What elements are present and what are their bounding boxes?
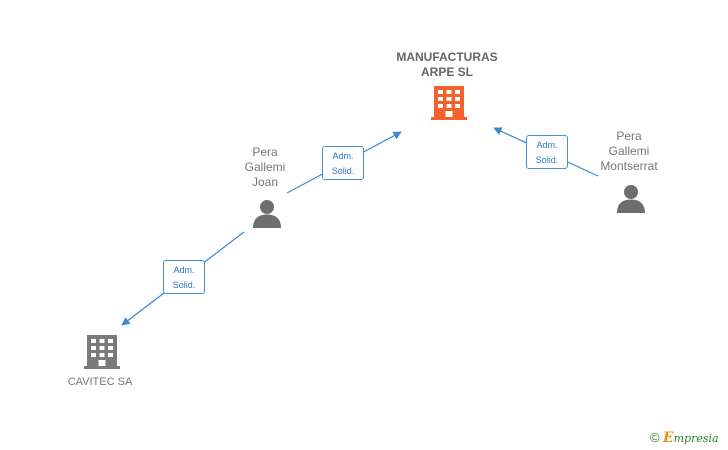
person-name-line3: Joan	[251, 175, 279, 189]
relation-badge[interactable]: Adm. Solid.	[322, 146, 364, 180]
brand-initial: E	[662, 430, 674, 446]
relation-line2: Solid.	[331, 166, 355, 176]
company-name-line2: ARPE SL	[420, 65, 473, 79]
company-name-line1: MANUFACTURAS	[396, 50, 498, 64]
person-name-line3: Montserrat	[600, 159, 658, 173]
company-name: CAVITEC SA	[67, 376, 133, 388]
person-name-line2: Gallemi	[244, 160, 286, 174]
relation-line1: Adm.	[332, 151, 354, 161]
building-icon[interactable]	[84, 335, 120, 369]
person-label-montserrat[interactable]: Pera Gallemi Montserrat	[593, 129, 665, 174]
relation-badge[interactable]: Adm. Solid.	[163, 260, 205, 294]
relation-line1: Adm.	[536, 140, 558, 150]
person-label-joan[interactable]: Pera Gallemi Joan	[235, 145, 295, 190]
person-name-line1: Pera	[616, 129, 642, 143]
person-icon[interactable]	[617, 185, 645, 213]
relation-badge[interactable]: Adm. Solid.	[526, 135, 568, 169]
empresia-logo: © Empresia	[650, 430, 719, 446]
building-icon[interactable]	[431, 86, 467, 120]
company-label-manufacturas[interactable]: MANUFACTURAS ARPE SL	[384, 50, 510, 80]
brand-name: mpresia	[673, 432, 719, 445]
copyright-symbol: ©	[650, 430, 660, 445]
person-name-line1: Pera	[252, 145, 278, 159]
person-name-line2: Gallemi	[608, 144, 650, 158]
relation-line1: Adm.	[173, 265, 195, 275]
company-label-cavitec[interactable]: CAVITEC SA	[52, 375, 148, 390]
relation-line2: Solid.	[172, 280, 196, 290]
person-icon[interactable]	[253, 200, 281, 228]
relation-line2: Solid.	[535, 155, 559, 165]
